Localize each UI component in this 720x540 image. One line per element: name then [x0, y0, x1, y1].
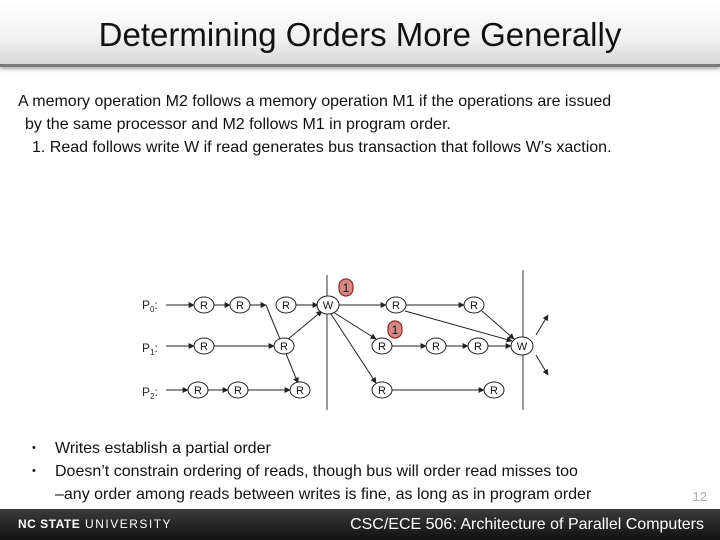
- intro-text: A memory operation M2 follows a memory o…: [18, 90, 708, 159]
- bullet-text: Writes establish a partial order: [55, 440, 271, 457]
- processor-label-p1: P1:: [142, 341, 158, 357]
- read-node: R: [467, 337, 489, 355]
- svg-text:R: R: [282, 300, 290, 312]
- order-marker: 1: [387, 320, 403, 339]
- read-node: R: [273, 337, 295, 355]
- svg-text:R: R: [378, 385, 386, 397]
- course-title: CSC/ECE 506: Architecture of Parallel Co…: [350, 516, 704, 533]
- svg-text:1: 1: [392, 323, 399, 337]
- write-node: W: [510, 336, 534, 356]
- svg-text:R: R: [392, 300, 400, 312]
- read-node: R: [289, 381, 311, 399]
- write-node: W: [316, 295, 340, 315]
- svg-text:R: R: [490, 385, 498, 397]
- read-node: R: [275, 296, 297, 314]
- bullet-list: • Writes establish a partial order • Doe…: [32, 437, 712, 506]
- processor-label-p0: P0:: [142, 298, 158, 314]
- svg-text:R: R: [200, 300, 208, 312]
- order-marker: 1: [338, 278, 354, 297]
- bullet-dot: •: [32, 442, 36, 454]
- intro-line-2: by the same processor and M2 follows M1 …: [25, 116, 451, 133]
- title-bar: Determining Orders More Generally: [0, 0, 720, 67]
- read-node: R: [371, 381, 393, 399]
- svg-text:R: R: [234, 385, 242, 397]
- read-node: R: [227, 381, 249, 399]
- svg-text:R: R: [200, 341, 208, 353]
- edge: [286, 310, 323, 341]
- svg-text:R: R: [474, 341, 482, 353]
- read-node: R: [229, 296, 251, 314]
- edge: [332, 311, 377, 340]
- read-node: R: [463, 296, 485, 314]
- ordering-diagram: P0: P1: P2: R R R W R: [142, 270, 549, 410]
- read-node: R: [385, 296, 407, 314]
- edge: [330, 313, 377, 384]
- intro-line-1: A memory operation M2 follows a memory o…: [18, 93, 612, 110]
- slide-title: Determining Orders More Generally: [98, 16, 622, 53]
- svg-text:R: R: [194, 385, 202, 397]
- svg-text:R: R: [470, 300, 478, 312]
- page-number: 12: [692, 489, 707, 504]
- intro-line-3: 1. Read follows write W if read generate…: [32, 139, 612, 156]
- svg-text:R: R: [296, 385, 304, 397]
- svg-text:W: W: [517, 341, 528, 353]
- svg-text:R: R: [280, 341, 288, 353]
- svg-text:1: 1: [343, 281, 350, 295]
- bullet-dot: •: [32, 465, 36, 477]
- svg-text:R: R: [378, 341, 386, 353]
- processor-label-p2: P2:: [142, 385, 158, 401]
- read-node: R: [483, 381, 505, 399]
- read-node: R: [425, 337, 447, 355]
- svg-text:W: W: [323, 300, 334, 312]
- sub-bullet: –any order among reads between writes is…: [55, 486, 592, 503]
- svg-text:R: R: [236, 300, 244, 312]
- read-node: R: [371, 337, 393, 355]
- read-node: R: [193, 337, 215, 355]
- read-node: R: [193, 296, 215, 314]
- bullet-item: • Doesn’t constrain ordering of reads, t…: [32, 460, 712, 483]
- read-node: R: [187, 381, 209, 399]
- bullet-text: Doesn’t constrain ordering of reads, tho…: [55, 463, 578, 480]
- svg-text:R: R: [432, 341, 440, 353]
- edge: [535, 354, 549, 376]
- edge: [535, 314, 549, 336]
- edge: [481, 310, 515, 340]
- university-logo: NC STATE UNIVERSITY: [18, 517, 173, 531]
- bullet-item: • Writes establish a partial order: [32, 437, 712, 460]
- edge: [404, 310, 513, 343]
- footer-bar: NC STATE UNIVERSITY CSC/ECE 506: Archite…: [0, 509, 720, 540]
